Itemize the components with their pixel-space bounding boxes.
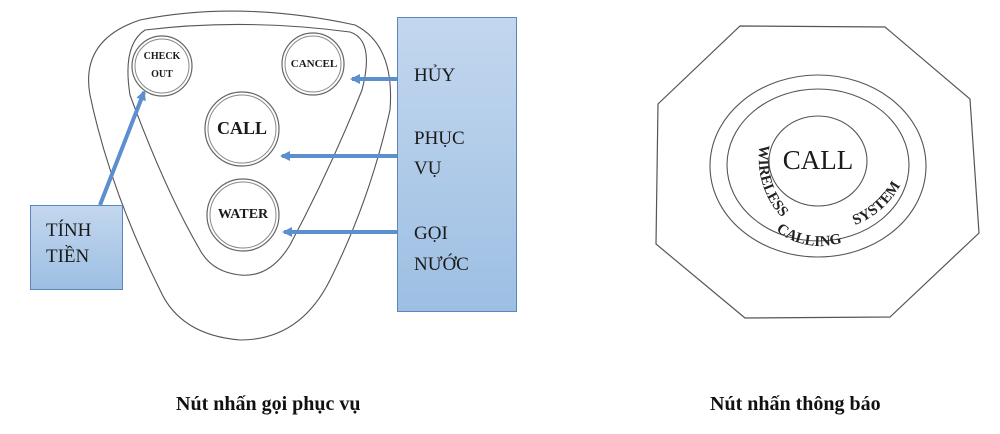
call-label: CALL — [216, 118, 267, 138]
checkout-label-line2: OUT — [151, 69, 173, 80]
pager-ring-text-bottom: CALLING — [774, 221, 844, 251]
remote-inner-panel — [127, 23, 367, 276]
water-annotation-line2: NƯỚC — [414, 254, 469, 275]
arrow-to-checkout — [98, 90, 146, 206]
call-annotation-line2: VỤ — [414, 158, 442, 179]
pager-inner-ring — [726, 88, 910, 242]
pager-octagon-shell — [655, 25, 980, 319]
remote-outer-shell — [88, 10, 392, 341]
pager-call-label: CALL — [782, 145, 854, 175]
water-button — [206, 178, 280, 252]
left-figure-caption: Nút nhấn gọi phục vụ — [176, 393, 361, 415]
pager-call-circle — [768, 115, 868, 207]
checkout-button — [131, 35, 193, 97]
water-label: WATER — [217, 207, 269, 222]
checkout-label-line1: CHECK — [143, 51, 181, 62]
checkout-annotation-line1: TÍNH — [46, 220, 92, 241]
checkout-annotation-line2: TIỀN — [46, 246, 90, 267]
right-figure-caption: Nút nhấn thông báo — [710, 393, 881, 415]
checkout-annotation-box — [30, 205, 123, 290]
checkout-label: CHECK OUT — [139, 48, 185, 84]
cancel-label: CANCEL — [290, 58, 338, 70]
call-annotation-line1: PHỤC — [414, 128, 465, 149]
cancel-annotation: HỦY — [414, 65, 456, 86]
pager-outer-ring — [709, 74, 927, 258]
function-annotation-box — [397, 17, 517, 312]
call-button — [204, 91, 280, 167]
water-annotation-line1: GỌI — [414, 223, 448, 244]
cancel-button — [281, 32, 345, 96]
